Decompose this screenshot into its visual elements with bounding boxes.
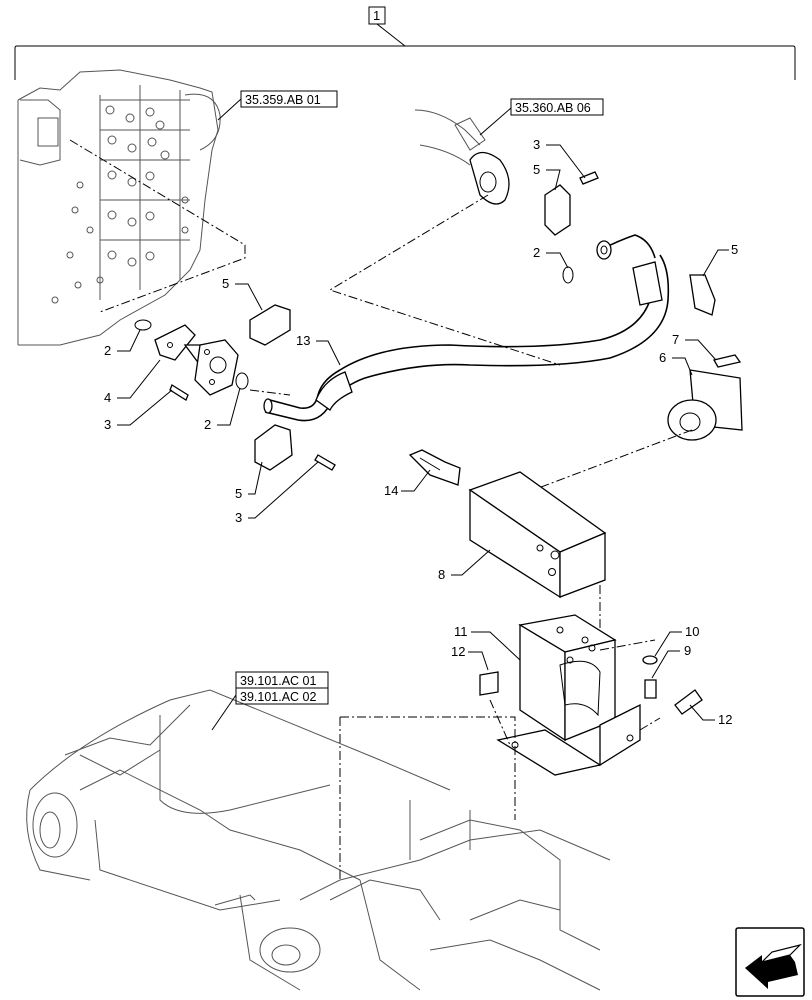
o-ring-upper-left bbox=[134, 319, 152, 331]
bolt-12-right bbox=[674, 689, 703, 715]
next-page-arrow-icon[interactable] bbox=[735, 927, 805, 997]
control-valve-block bbox=[17, 69, 246, 346]
callout-12[interactable]: 12 bbox=[718, 712, 732, 727]
bolt-left bbox=[169, 384, 189, 401]
callout-14[interactable]: 14 bbox=[384, 483, 398, 498]
o-ring-top bbox=[562, 266, 574, 284]
block-8 bbox=[468, 471, 607, 640]
bolt-top bbox=[579, 171, 599, 185]
assembly-bracket: 1 bbox=[14, 6, 796, 80]
callout-9[interactable]: 9 bbox=[684, 643, 691, 658]
bolt-7 bbox=[713, 354, 742, 368]
callout-2[interactable]: 2 bbox=[104, 343, 111, 358]
callout-3[interactable]: 3 bbox=[533, 137, 540, 152]
callout-5[interactable]: 5 bbox=[533, 162, 540, 177]
ref-hose-end-text: 35.360.AB 06 bbox=[515, 101, 591, 115]
ref-frame-b-text: 39.101.AC 02 bbox=[240, 690, 316, 704]
bolt-9 bbox=[644, 679, 657, 699]
adapter-fitting bbox=[134, 319, 291, 401]
callout-2[interactable]: 2 bbox=[533, 245, 540, 260]
ref-hose-end[interactable]: 35.360.AB 06 bbox=[479, 98, 604, 136]
callout-5[interactable]: 5 bbox=[235, 486, 242, 501]
clamp-top bbox=[544, 184, 571, 236]
washer-10 bbox=[642, 655, 658, 665]
clamp-left-upper bbox=[249, 304, 291, 346]
callout-12[interactable]: 12 bbox=[451, 644, 465, 659]
callout-5[interactable]: 5 bbox=[731, 242, 738, 257]
ref-control-valve-text: 35.359.AB 01 bbox=[245, 93, 321, 107]
callout-13[interactable]: 13 bbox=[296, 333, 310, 348]
assembly-number: 1 bbox=[373, 8, 380, 23]
callout-5[interactable]: 5 bbox=[222, 276, 229, 291]
o-ring-lower-left bbox=[235, 372, 249, 390]
clamp-right bbox=[689, 274, 716, 316]
callout-2[interactable]: 2 bbox=[204, 417, 211, 432]
callout-10[interactable]: 10 bbox=[685, 624, 699, 639]
hose-assembly bbox=[263, 234, 670, 422]
leader-lines bbox=[117, 144, 729, 721]
callouts: 2 4 3 2 5 13 5 3 3 5 2 5 7 6 14 8 11 12 … bbox=[104, 137, 738, 727]
callout-11[interactable]: 11 bbox=[454, 624, 468, 639]
callout-3[interactable]: 3 bbox=[235, 510, 242, 525]
callout-4[interactable]: 4 bbox=[104, 390, 111, 405]
ref-frame[interactable]: 39.101.AC 01 39.101.AC 02 bbox=[211, 671, 329, 731]
ref-control-valve[interactable]: 35.359.AB 01 bbox=[217, 90, 338, 121]
frame bbox=[26, 689, 611, 991]
bolt-left-lower bbox=[314, 454, 336, 471]
callout-7[interactable]: 7 bbox=[672, 332, 679, 347]
hose-end-upper bbox=[328, 109, 561, 366]
flange-6 bbox=[519, 354, 743, 496]
callout-3[interactable]: 3 bbox=[104, 417, 111, 432]
ref-frame-a-text: 39.101.AC 01 bbox=[240, 674, 316, 688]
bracket-11 bbox=[496, 614, 661, 776]
sensor-14 bbox=[408, 449, 461, 486]
bolt-12-left bbox=[479, 671, 499, 696]
clamp-left-lower bbox=[254, 424, 293, 471]
callout-8[interactable]: 8 bbox=[438, 567, 445, 582]
callout-6[interactable]: 6 bbox=[659, 350, 666, 365]
